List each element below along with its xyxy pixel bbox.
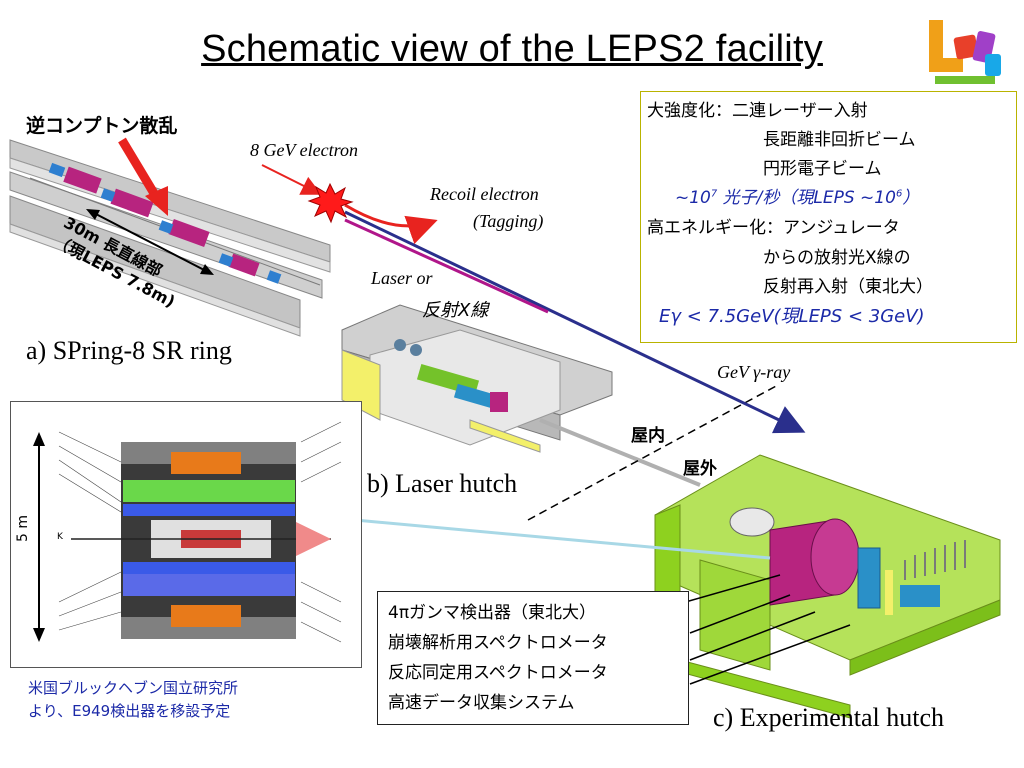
info-line-7: 反射再入射（東北大） — [763, 277, 933, 297]
info-line-4a: ~10 — [675, 188, 711, 208]
detector-line-2: 崩壊解析用スペクトロメータ — [388, 633, 608, 653]
gamma-ray-label: GeV γ-ray — [717, 362, 791, 382]
e949-detector-figure: 5 m K — [10, 401, 362, 668]
info-line-3: 円形電子ビーム — [763, 159, 882, 179]
relocation-link — [354, 518, 771, 560]
indoor-label: 屋内 — [631, 426, 665, 446]
info-line-4-sup1: 7 — [710, 188, 718, 200]
laser-or-label: Laser or — [371, 268, 433, 288]
info-line-4c: ） — [902, 188, 920, 208]
info-line-5: 高エネルギー化：アンジュレータ — [647, 218, 900, 238]
detector-pointers — [674, 574, 851, 685]
detector-list-box: 4πガンマ検出器（東北大） 崩壊解析用スペクトロメータ 反応同定用スペクトロメー… — [377, 591, 689, 725]
info-line-4b: 光子/秒（現LEPS ~10 — [717, 188, 896, 208]
gamma-ray-beam — [344, 210, 806, 434]
detector-line-1: 4πガンマ検出器（東北大） — [388, 603, 597, 623]
recoil-label-2: (Tagging) — [473, 211, 544, 231]
upgrade-info-box: 大強度化：二連レーザー入射 長距離非回折ビーム 円形電子ビーム ~107 光子/… — [640, 91, 1017, 343]
k-beam-label: K — [57, 532, 63, 542]
experimental-hutch — [654, 454, 1001, 719]
leps-logo — [929, 20, 1001, 84]
info-line-6: からの放射光X線の — [763, 248, 911, 268]
recoil-label-1: Recoil electron — [430, 184, 539, 204]
spring8-label: a) SPring-8 SR ring — [26, 336, 232, 365]
beam-pipe — [539, 418, 701, 487]
compton-label: 逆コンプトン散乱 — [26, 115, 178, 137]
indoor-outdoor-divider — [527, 384, 779, 521]
detector-line-4: 高速データ収集システム — [388, 693, 575, 713]
collision-burst — [307, 182, 354, 224]
outdoor-label: 屋外 — [683, 459, 717, 479]
compton-arrow — [118, 137, 162, 203]
five-m-label: 5 m — [15, 515, 31, 542]
info-line-2: 長距離非回折ビーム — [763, 130, 916, 150]
page-title: Schematic view of the LEPS2 facility — [201, 28, 823, 70]
laser-hutch-building — [341, 304, 613, 453]
bnl-note: 米国ブルックヘブン国立研究所 より、E949検出器を移設予定 — [28, 677, 238, 723]
detector-line-3: 反応同定用スペクトロメータ — [388, 663, 608, 683]
laser-hutch-label: b) Laser hutch — [367, 469, 518, 498]
info-line-4-sup2: 6 — [895, 188, 903, 200]
bnl-note-line1: 米国ブルックヘブン国立研究所 — [28, 679, 239, 697]
straight-section-arrow — [91, 211, 209, 273]
bnl-note-line2: より、E949検出器を移設予定 — [28, 702, 231, 720]
electron-arrow — [261, 164, 322, 195]
ring-magnets — [48, 162, 282, 284]
info-line-4: ~107 光子/秒（現LEPS ~106） — [675, 183, 919, 208]
recoil-arrow — [344, 203, 438, 245]
electron-label: 8 GeV electron — [250, 140, 358, 160]
laser-beam — [344, 218, 549, 314]
experimental-hutch-label: c) Experimental hutch — [713, 703, 945, 732]
info-line-8: Eγ < 7.5GeV(現LEPS < 3GeV) — [659, 306, 925, 327]
xray-label: 反射X線 — [422, 300, 489, 321]
info-line-1: 大強度化：二連レーザー入射 — [647, 101, 868, 121]
